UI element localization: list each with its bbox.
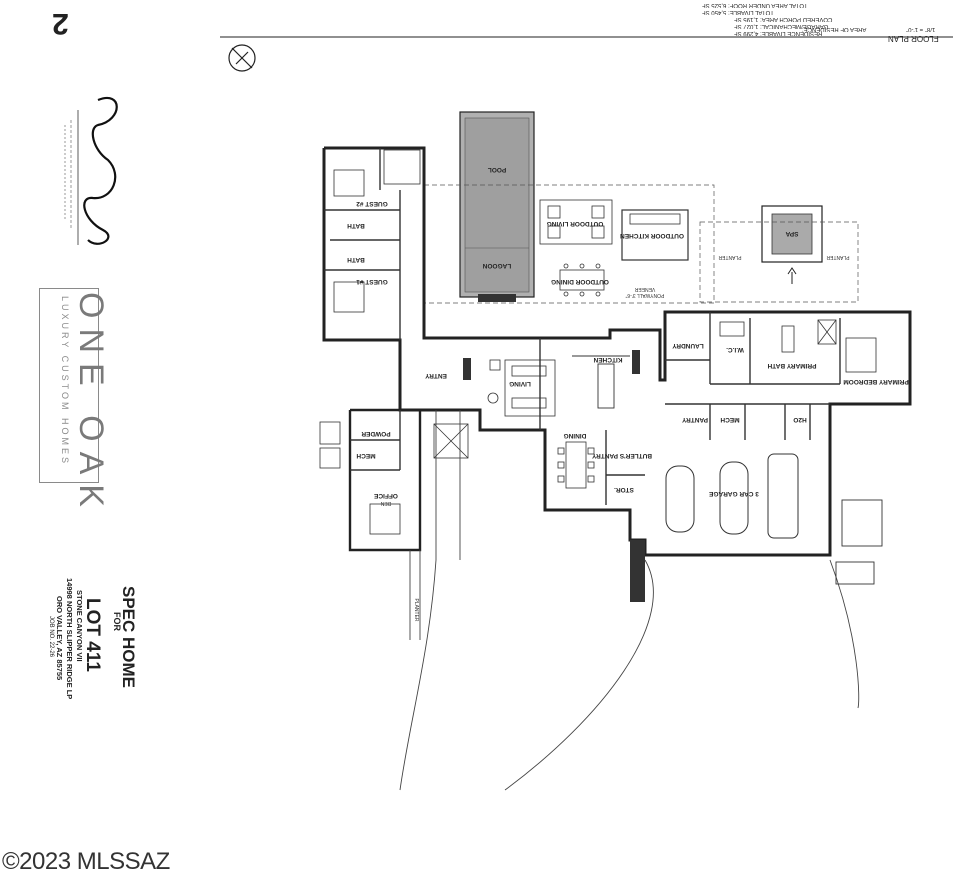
label-wic: W.I.C. (726, 346, 744, 353)
structural-posts (463, 294, 645, 602)
architect-signature (64, 97, 118, 245)
label-laundry: LAUNDRY (672, 342, 704, 349)
garage-cars (665, 453, 799, 539)
label-planter-2: PLANTER (826, 254, 849, 260)
label-outdoor-dining: OUTDOOR DINING (551, 278, 609, 285)
outdoor-living-furniture (539, 199, 689, 297)
label-primary-bath: PRIMARY BATH (767, 362, 816, 369)
copyright-watermark: ©2023 MLSSAZ (2, 848, 170, 875)
dining-table (557, 441, 595, 489)
label-outdoor-kitchen: OUTDOOR KITCHEN (620, 232, 684, 239)
north-arrow-icon (228, 44, 256, 72)
label-garage: 3 CAR GARAGE (708, 490, 759, 497)
label-lagoon: LAGOON (482, 262, 511, 269)
label-primary-bedroom: PRIMARY BEDROOM (843, 378, 908, 385)
label-den: DEN (380, 500, 391, 506)
label-pantry: PANTRY (681, 416, 708, 423)
brand-logo-box (39, 288, 99, 483)
primary-suite-fixtures (719, 319, 877, 373)
label-guest-1: GUEST #1 (356, 278, 388, 285)
guest-room-beds (333, 149, 421, 313)
label-butlers-pantry: BUTLER'S PANTRY (591, 452, 652, 459)
label-powder: POWDER (361, 430, 391, 437)
label-guest-2: GUEST #2 (356, 200, 388, 207)
driveway-curves (399, 410, 860, 791)
label-bath-1: BATH (347, 222, 365, 229)
utility-boxes (835, 499, 883, 585)
living-room-furniture (487, 359, 556, 417)
office-furniture (319, 421, 469, 535)
label-planter-3: PLANTER (413, 598, 419, 621)
label-veneer: VENEER (634, 286, 655, 292)
label-pool: POOL (488, 166, 506, 173)
label-outdoor-living: OUTDOOR LIVING (547, 220, 604, 227)
label-dining: DINING (564, 432, 587, 439)
interior-walls (324, 148, 841, 505)
kitchen-island (572, 355, 630, 409)
label-stor: STOR. (614, 486, 634, 493)
label-bath-2: BATH (347, 256, 365, 263)
label-spa: SPA (785, 230, 798, 237)
label-h2o: H2O (793, 416, 806, 423)
spa (761, 205, 823, 284)
label-planter-1: PLANTER (718, 254, 741, 260)
label-mech-2: MECH (356, 452, 375, 459)
label-kitchen: KITCHEN (593, 356, 622, 363)
label-pony-wall: PONYWALL 3'-6" (625, 292, 664, 298)
label-entry: ENTRY (424, 372, 446, 379)
label-mech: MECH (720, 416, 739, 423)
label-living: LIVING (509, 380, 531, 387)
label-office: OFFICE (373, 492, 397, 499)
